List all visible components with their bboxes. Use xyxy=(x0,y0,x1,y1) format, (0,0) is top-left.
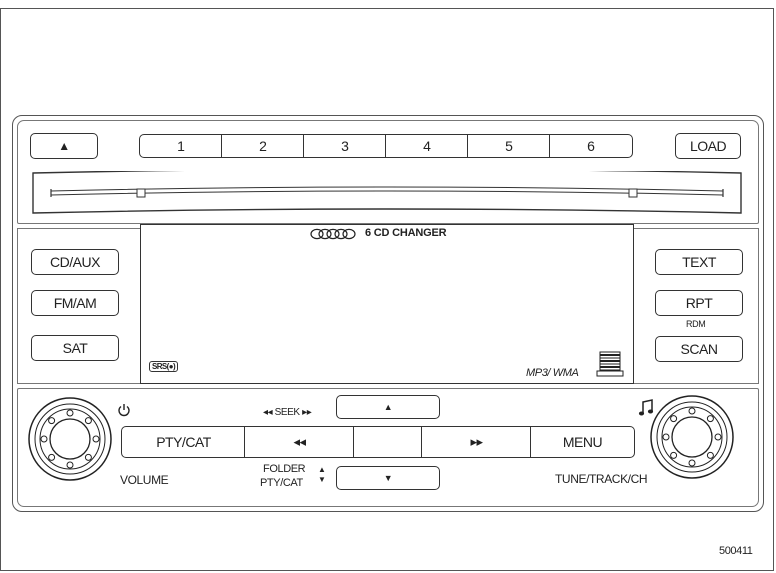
media-format-label: MP3/ WMA xyxy=(526,367,579,379)
sat-label: SAT xyxy=(62,340,88,356)
preset-label: 3 xyxy=(341,138,349,154)
volume-label: VOLUME xyxy=(120,473,169,487)
rewind-icon: ◂◂ xyxy=(293,434,306,449)
text-label: TEXT xyxy=(682,254,716,270)
folder-pty-cat-label: PTY/CAT xyxy=(260,477,303,489)
audio-head-unit: ▲ 1 2 3 4 5 6 LOAD CD/AUX FM/AM SAT xyxy=(12,115,764,512)
preset-button-1[interactable]: 1 xyxy=(139,134,223,158)
pty-cat-label: PTY/CAT xyxy=(156,434,211,450)
up-button[interactable]: ▲ xyxy=(336,395,440,419)
folder-arrows-icon: ▲▼ xyxy=(318,465,326,484)
preset-label: 1 xyxy=(177,138,185,154)
preset-label: 2 xyxy=(259,138,267,154)
scan-label: SCAN xyxy=(680,341,718,357)
center-button[interactable] xyxy=(353,426,423,458)
tune-knob[interactable] xyxy=(649,394,735,480)
preset-label: 4 xyxy=(423,138,431,154)
lcd-display: 6 CD CHANGER SRS(●) MP3/ WMA xyxy=(140,224,634,384)
seek-forward-button[interactable]: ▸▸ xyxy=(421,426,532,458)
menu-label: MENU xyxy=(562,434,603,450)
figure-id: 500411 xyxy=(719,545,753,557)
volume-knob[interactable] xyxy=(27,396,113,482)
cd-logo-icon xyxy=(310,228,356,240)
controls-section xyxy=(17,388,759,507)
fast-forward-icon: ▸▸ xyxy=(470,434,483,449)
folder-label: FOLDER xyxy=(263,463,306,475)
cd-aux-button[interactable]: CD/AUX xyxy=(31,249,119,275)
display-title: 6 CD CHANGER xyxy=(365,227,447,239)
power-icon xyxy=(118,404,130,417)
up-arrow-icon: ▲ xyxy=(383,402,393,412)
srs-logo: SRS(●) xyxy=(149,361,179,372)
preset-button-5[interactable]: 5 xyxy=(467,134,551,158)
menu-button[interactable]: MENU xyxy=(530,426,635,458)
rpt-label: RPT xyxy=(685,295,713,311)
scan-button[interactable]: SCAN xyxy=(655,336,743,362)
fm-am-button[interactable]: FM/AM xyxy=(31,290,119,316)
preset-button-4[interactable]: 4 xyxy=(385,134,469,158)
seek-back-button[interactable]: ◂◂ xyxy=(244,426,355,458)
preset-label: 6 xyxy=(587,138,595,154)
pty-cat-button[interactable]: PTY/CAT xyxy=(121,426,246,458)
cd-aux-label: CD/AUX xyxy=(50,254,100,270)
fm-am-label: FM/AM xyxy=(53,295,97,311)
preset-button-6[interactable]: 6 xyxy=(549,134,633,158)
eject-icon: ▲ xyxy=(58,139,70,153)
cd-slot-section xyxy=(17,120,759,224)
load-button[interactable]: LOAD xyxy=(675,133,741,159)
rpt-button[interactable]: RPT xyxy=(655,290,743,316)
disc-stack-icon xyxy=(596,351,624,377)
text-button[interactable]: TEXT xyxy=(655,249,743,275)
sat-button[interactable]: SAT xyxy=(31,335,119,361)
preset-label: 5 xyxy=(505,138,513,154)
music-note-icon xyxy=(638,399,654,416)
preset-button-2[interactable]: 2 xyxy=(221,134,305,158)
rdm-label: RDM xyxy=(686,319,706,329)
preset-button-3[interactable]: 3 xyxy=(303,134,387,158)
load-label: LOAD xyxy=(689,138,727,154)
eject-button[interactable]: ▲ xyxy=(30,133,98,159)
tune-label: TUNE/TRACK/CH xyxy=(555,472,648,486)
down-button[interactable]: ▼ xyxy=(336,466,440,490)
seek-label: ◂◂ SEEK ▸▸ xyxy=(263,407,312,418)
down-arrow-icon: ▼ xyxy=(383,473,393,483)
cd-slot[interactable] xyxy=(31,171,743,215)
